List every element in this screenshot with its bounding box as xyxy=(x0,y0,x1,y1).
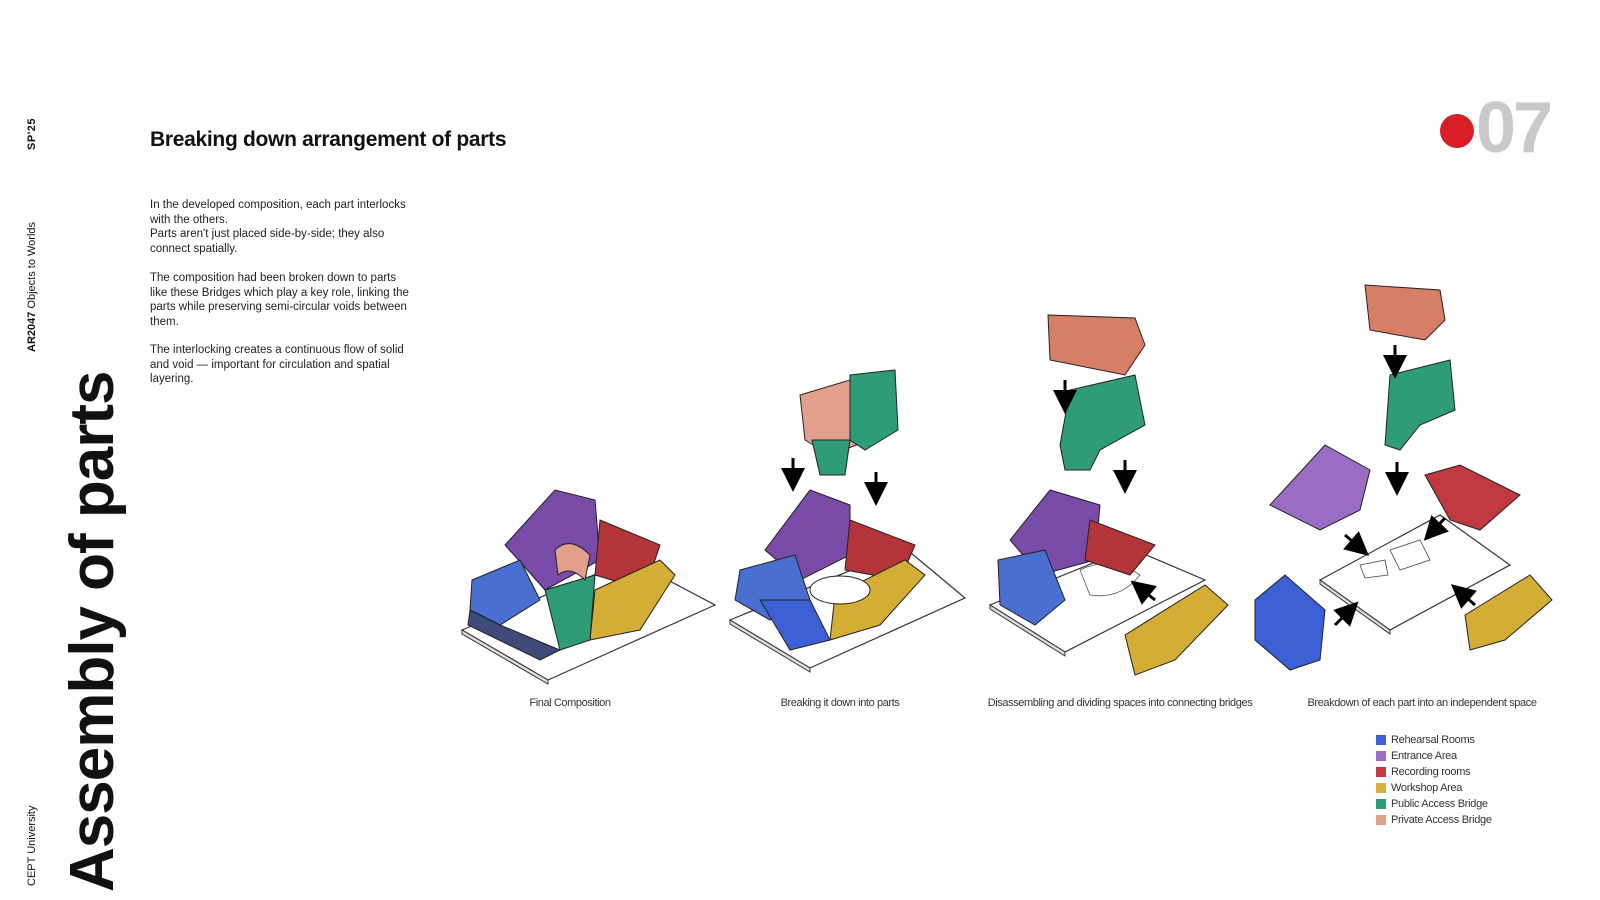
legend-swatch xyxy=(1376,815,1386,825)
diagram-breakdown xyxy=(1254,284,1553,671)
legend: Rehearsal Rooms Entrance Area Recording … xyxy=(1376,732,1492,828)
caption-final-composition: Final Composition xyxy=(529,697,611,709)
page-number: 07 xyxy=(1440,88,1553,168)
caption-disassembling: Disassembling and dividing spaces into c… xyxy=(987,697,1253,709)
caption-breakdown: Breakdown of each part into an independe… xyxy=(1307,697,1537,709)
page-number-dot xyxy=(1440,114,1474,148)
legend-swatch xyxy=(1376,735,1386,745)
paragraph-3: The interlocking creates a continuous fl… xyxy=(150,344,404,385)
paragraph-1-line-b: Parts aren't just placed side-by-side; t… xyxy=(150,228,385,255)
page-number-text: 07 xyxy=(1476,88,1553,168)
section-heading: Breaking down arrangement of parts xyxy=(150,128,507,151)
legend-item-rehearsal: Rehearsal Rooms xyxy=(1376,732,1492,748)
legend-item-recording: Recording rooms xyxy=(1376,764,1492,780)
legend-swatch xyxy=(1376,751,1386,761)
diagram-final-composition xyxy=(460,489,717,685)
legend-item-private-bridge: Private Access Bridge xyxy=(1376,812,1492,828)
caption-breaking-down: Breaking it down into parts xyxy=(780,697,900,709)
legend-swatch xyxy=(1376,767,1386,777)
legend-swatch xyxy=(1376,783,1386,793)
paragraph-1: In the developed composition, each part … xyxy=(150,198,412,256)
paragraph-2: The composition had been broken down to … xyxy=(150,272,409,328)
diagram-disassembling xyxy=(988,314,1229,676)
paragraph-1-line-a: In the developed composition, each part … xyxy=(150,199,406,226)
legend-item-public-bridge: Public Access Bridge xyxy=(1376,796,1492,812)
diagram-breaking-down xyxy=(728,369,967,673)
legend-item-entrance: Entrance Area xyxy=(1376,748,1492,764)
legend-item-workshop: Workshop Area xyxy=(1376,780,1492,796)
legend-swatch xyxy=(1376,799,1386,809)
